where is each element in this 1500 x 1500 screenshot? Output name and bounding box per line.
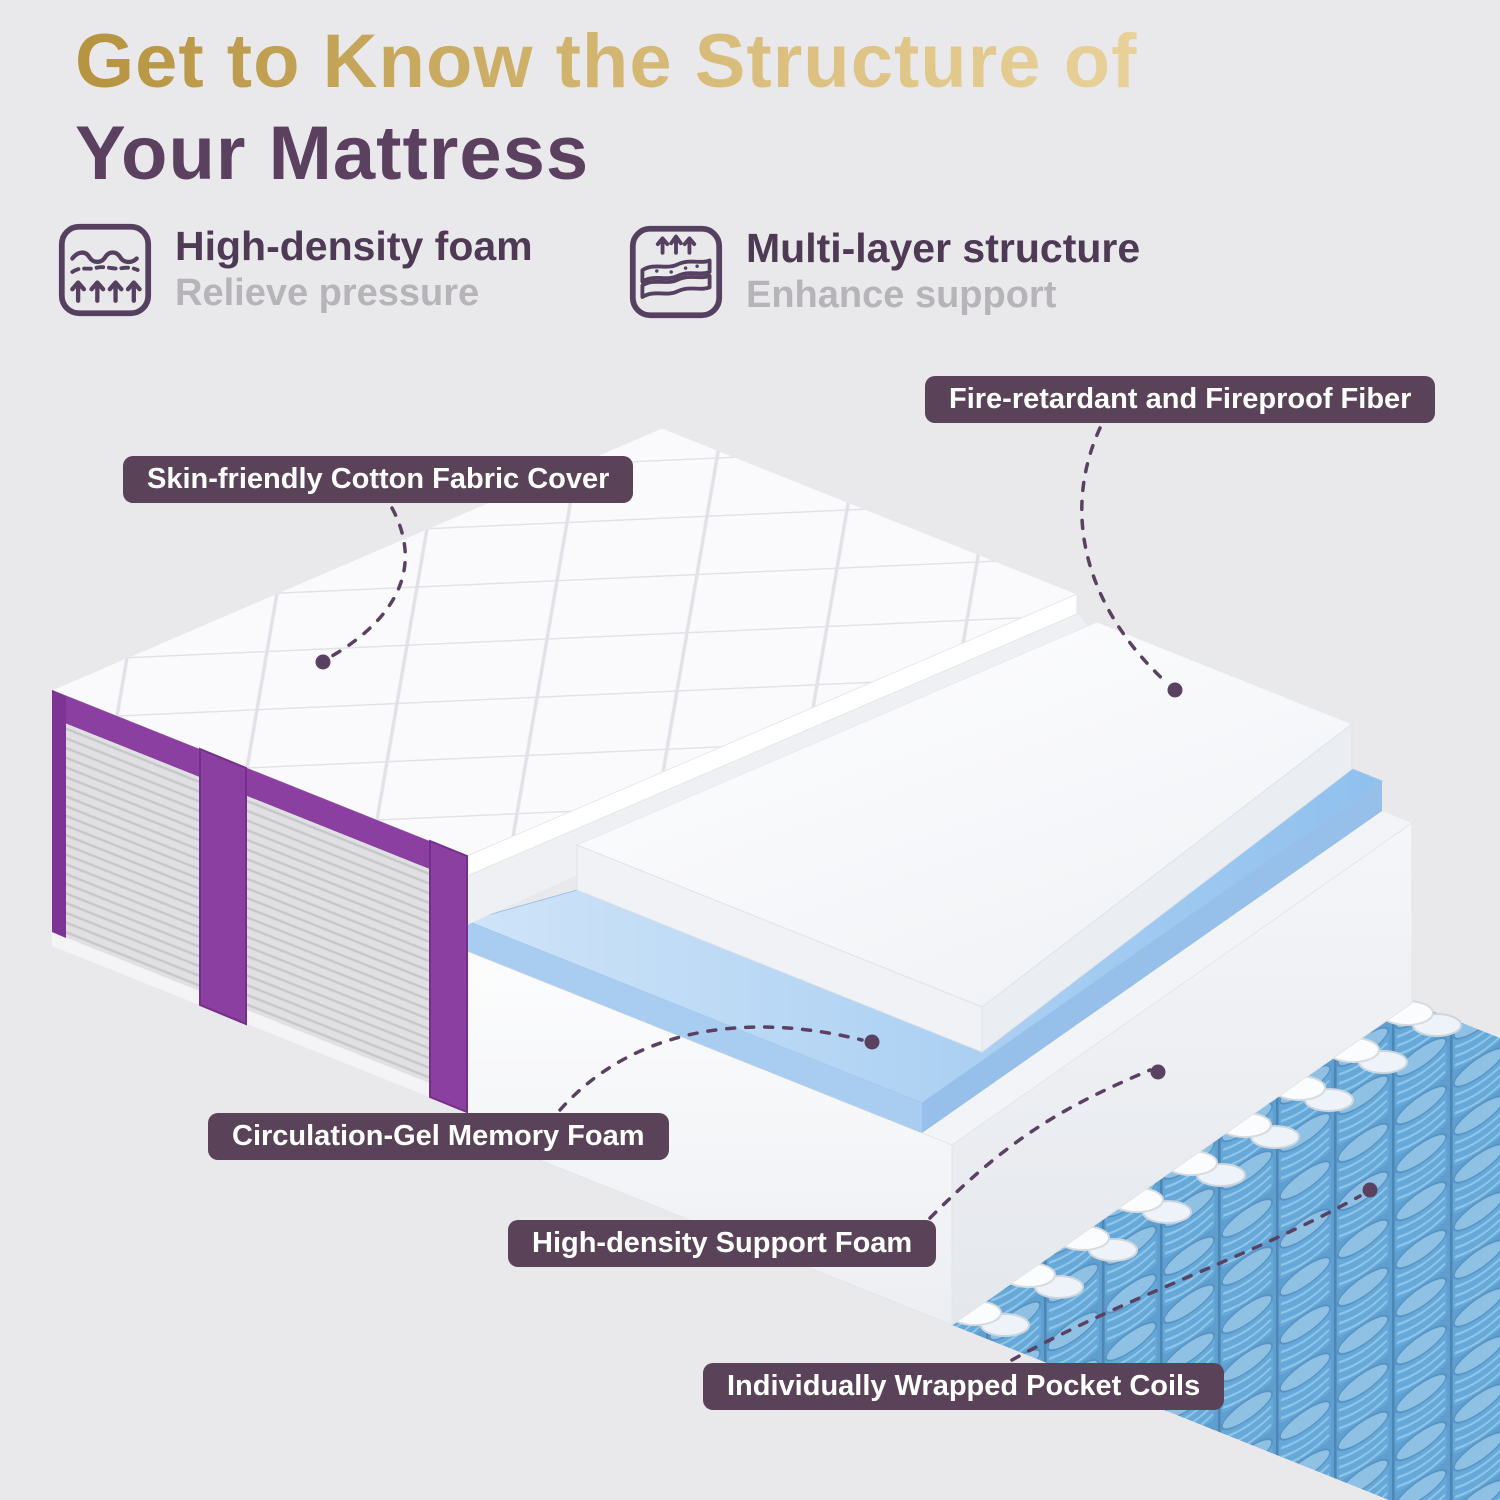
high-density-foam-icon (58, 223, 152, 317)
callout-gel-memory-foam-label: Circulation-Gel Memory Foam (208, 1113, 669, 1160)
connector-dot (864, 1034, 880, 1050)
connector-fiber (1080, 426, 1170, 686)
callout-connectors (330, 426, 1362, 1362)
feature-multi-layer-structure: Multi-layer structure Enhance support (628, 224, 1140, 320)
connector-gel (558, 1025, 864, 1112)
callout-fireproof-fiber-label: Fire-retardant and Fireproof Fiber (925, 376, 1436, 423)
callout-support-foam-label: High-density Support Foam (508, 1220, 937, 1267)
connector-dots (315, 654, 1378, 1198)
connector-dot (315, 654, 331, 670)
feature-subtext: Relieve pressure (175, 272, 480, 314)
connector-cover (330, 506, 408, 658)
fiber-sheet-layer (467, 612, 1354, 1054)
multi-layer-structure-icon (629, 225, 723, 319)
page-title-line1: Get to Know the Structure of (75, 19, 1138, 104)
feature-subtext: Enhance support (746, 274, 1057, 316)
connector-dot (1167, 682, 1183, 698)
side-fabric-panel (52, 690, 468, 1114)
feature-heading: Multi-layer structure (746, 225, 1141, 271)
connector-dot (1362, 1182, 1378, 1198)
callout-pocket-coils-label: Individually Wrapped Pocket Coils (703, 1363, 1225, 1410)
connector-dot (1150, 1064, 1166, 1080)
page-title-line2: Your Mattress (75, 111, 590, 196)
callout-cotton-cover-label: Skin-friendly Cotton Fabric Cover (123, 456, 634, 503)
feature-heading: High-density foam (175, 223, 533, 269)
feature-high-density-foam: High-density foam Relieve pressure (57, 222, 533, 318)
connector-foam (928, 1068, 1152, 1220)
connector-coils (1010, 1194, 1362, 1362)
